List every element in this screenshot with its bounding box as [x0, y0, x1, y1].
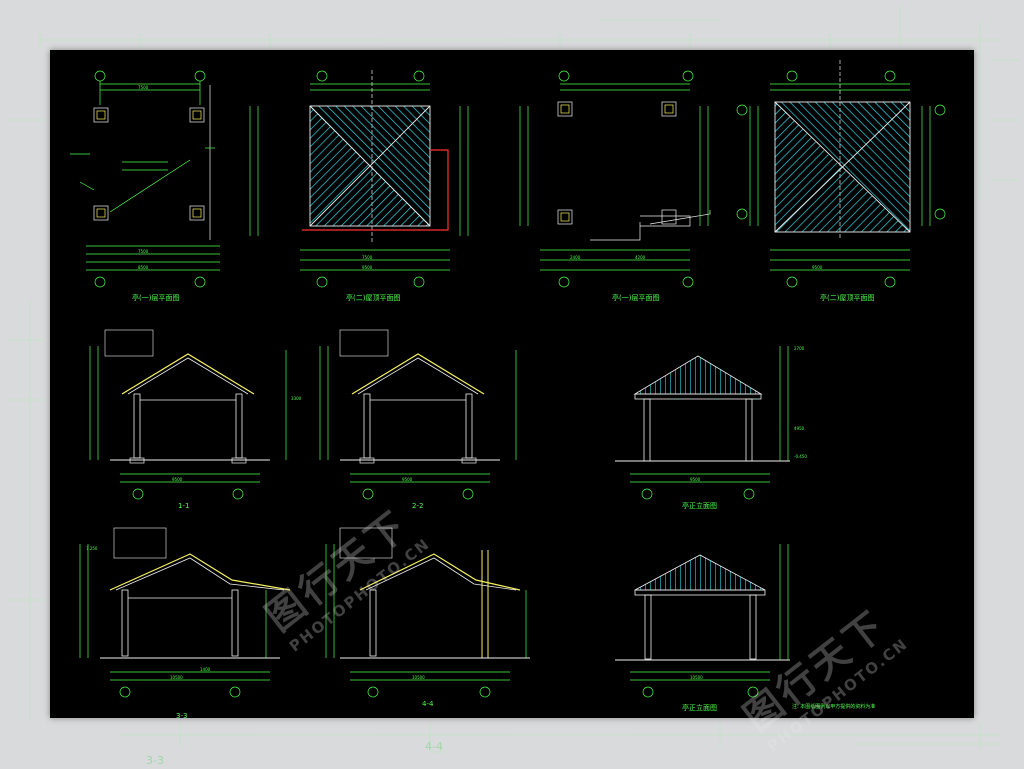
- section-1-1: [89, 329, 287, 500]
- dim-text: 7500: [138, 249, 149, 254]
- plan-2-roof-hatch: [302, 105, 449, 231]
- plan-4-roof-hatch: [774, 101, 911, 233]
- dim-text: -0.450: [794, 454, 807, 459]
- elevation-upper-title: 亭正立面图: [682, 501, 717, 510]
- section-4-4: [325, 527, 530, 698]
- section-3-3: [79, 527, 291, 698]
- dim-text: 10500: [690, 675, 703, 680]
- section-4-4-label: 4-4: [422, 700, 434, 708]
- section-2-2: [319, 329, 517, 500]
- dim-text: 10500: [170, 675, 183, 680]
- elevation-lower-title: 亭正立面图: [682, 703, 717, 712]
- dim-text: 10500: [412, 675, 425, 680]
- section-3-3-label: 3-3: [176, 712, 187, 718]
- dim-text: 7.250: [86, 546, 98, 551]
- dim-text: 2400: [570, 255, 581, 260]
- backdrop-label-3-3: 3-3: [146, 754, 164, 767]
- drawing-note: 注: 本图纸图例以甲方提供的资料为准: [792, 703, 875, 710]
- dim-text: 9500: [690, 477, 701, 482]
- backdrop-label-4-4: 4-4: [425, 740, 443, 753]
- dim-text: 9500: [362, 265, 373, 270]
- section-1-1-label: 1-1: [178, 502, 189, 510]
- dim-text: 9500: [172, 477, 183, 482]
- dim-text: 4950: [794, 426, 805, 431]
- plan-1-title: 亭(一)层平面图: [132, 293, 179, 302]
- cad-drawing: 亭(一)层平面图 亭(二)屋顶平面图: [70, 60, 946, 718]
- dim-text: 9500: [402, 477, 413, 482]
- plan-2-title: 亭(二)屋顶平面图: [346, 293, 400, 302]
- dim-text: 7500: [362, 255, 373, 260]
- dim-text: 4200: [635, 255, 646, 260]
- dim-text: 3300: [291, 396, 302, 401]
- plan-3-floor: [519, 70, 711, 288]
- plan-4-title: 亭(二)屋顶平面图: [820, 293, 874, 302]
- elevation-upper: [615, 346, 790, 500]
- plan-3-title: 亭(一)层平面图: [612, 293, 659, 302]
- dim-text: 2700: [794, 346, 805, 351]
- drawing-sheet: 亭(一)层平面图 亭(二)屋顶平面图: [50, 50, 974, 718]
- elevation-lower: [615, 544, 790, 698]
- dim-text: 1400: [200, 667, 211, 672]
- dim-text: 9500: [812, 265, 823, 270]
- dim-text: 8500: [138, 265, 149, 270]
- dim-text: 7500: [138, 85, 149, 90]
- plan-1-floor: [70, 70, 220, 288]
- section-2-2-label: 2-2: [412, 502, 423, 510]
